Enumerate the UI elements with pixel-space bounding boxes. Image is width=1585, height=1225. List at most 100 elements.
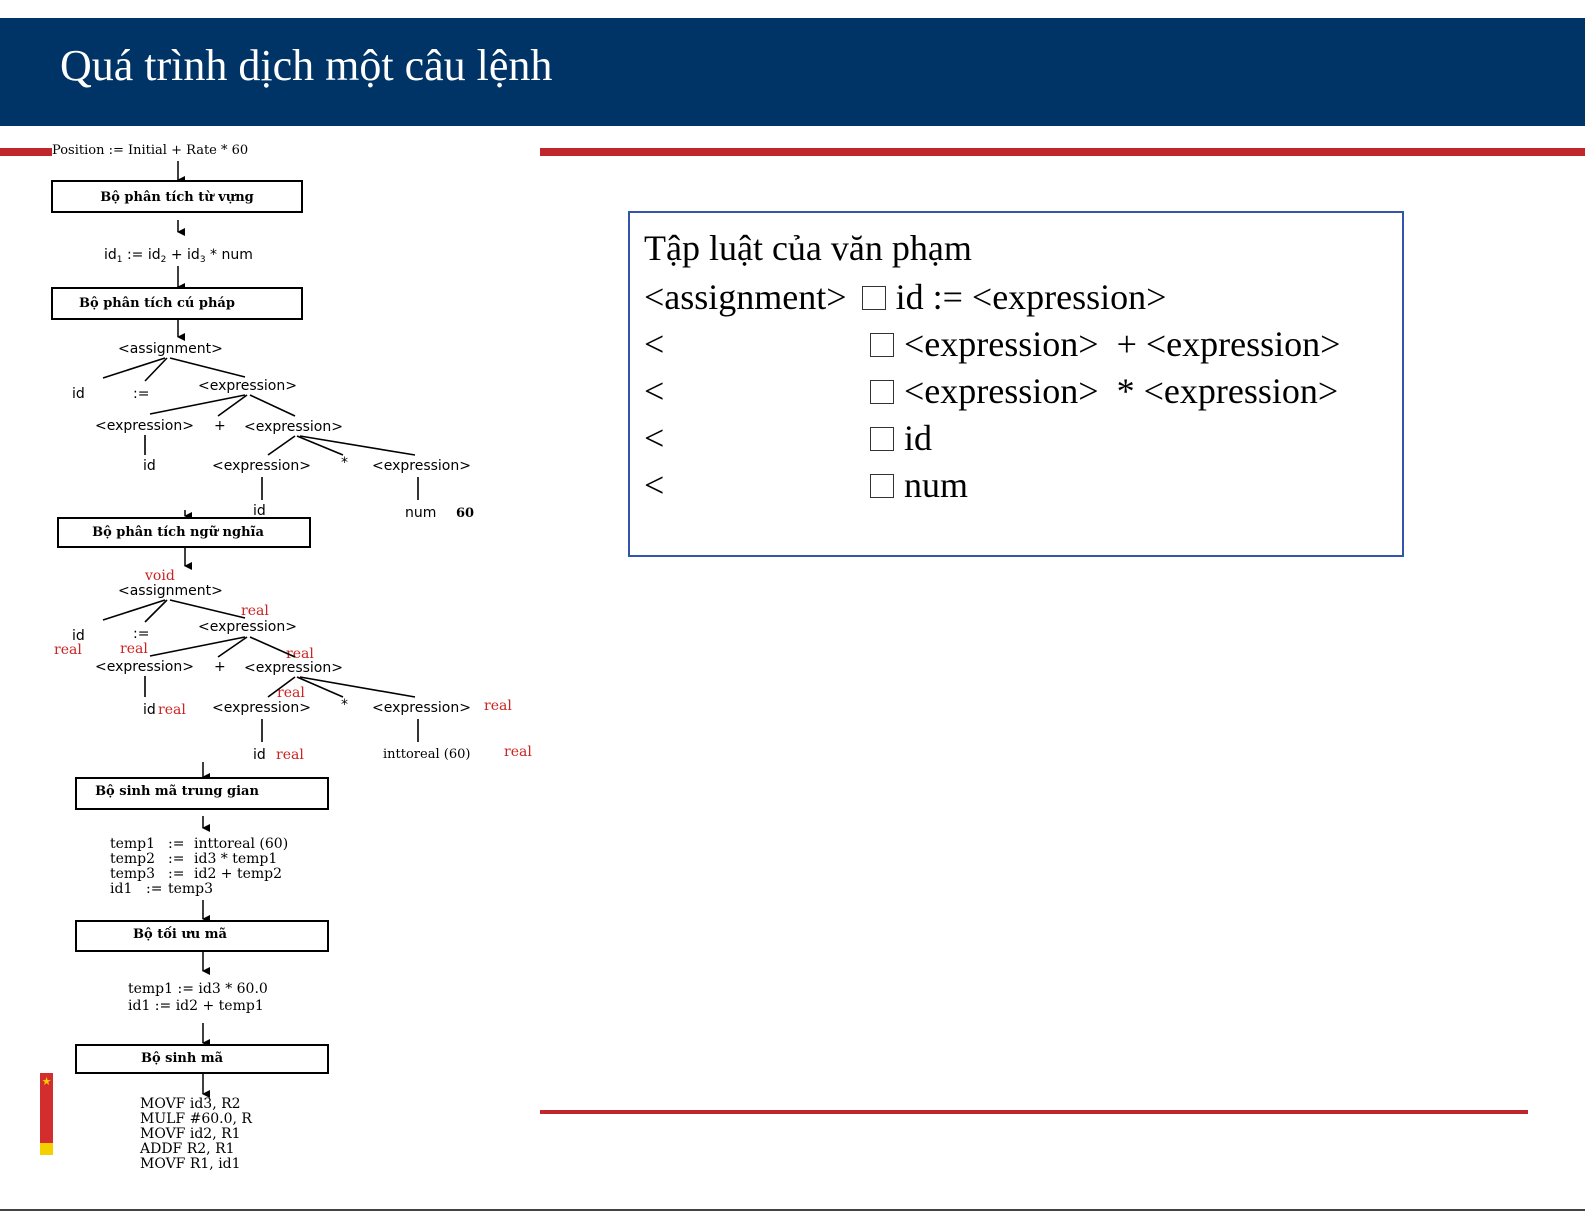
code-op: := bbox=[146, 881, 162, 897]
tree-node-id: id bbox=[253, 747, 266, 763]
rule-rhs: num bbox=[904, 465, 969, 505]
target-code: MOVF id3, R2 MULF #60.0, R MOVF id2, R1 … bbox=[139, 1096, 252, 1172]
tree-edge bbox=[267, 435, 296, 456]
annotation-real: real bbox=[504, 744, 532, 760]
tree-node-expression: <expression> bbox=[212, 700, 311, 716]
code-rhs: inttoreal (60) bbox=[194, 836, 288, 852]
flag-logo: ★ bbox=[40, 1073, 53, 1155]
grammar-rule: < bbox=[644, 464, 664, 506]
flag-base bbox=[40, 1143, 53, 1155]
slide-title: Quá trình dịch một câu lệnh bbox=[60, 41, 553, 90]
tree-edge bbox=[169, 357, 246, 378]
grammar-rules-box: Tập luật của văn phạm <assignment> id :=… bbox=[628, 211, 1404, 557]
tree-edge bbox=[299, 435, 416, 456]
stage-label-intermediate: Bộ sinh mã trung gian bbox=[95, 784, 259, 799]
target-line: ADDF R2, R1 bbox=[139, 1141, 235, 1157]
tree-edge bbox=[267, 676, 296, 698]
code-op: := bbox=[168, 836, 184, 852]
rule-rhs: id bbox=[904, 418, 933, 458]
accent-rule-left bbox=[0, 148, 52, 156]
rule-rhs: id := <expression> bbox=[895, 277, 1167, 317]
code-rhs: id2 + temp2 bbox=[194, 866, 282, 882]
token-stream: id1 := id2 + id3 * num bbox=[104, 247, 253, 265]
tree-node-expression: <expression> bbox=[372, 458, 471, 474]
tree-edge bbox=[169, 599, 246, 619]
tree-node-id: id bbox=[143, 458, 156, 474]
tree-node-num: num bbox=[405, 505, 436, 521]
tree-edge bbox=[149, 636, 246, 657]
code-lhs: temp3 bbox=[110, 866, 155, 882]
target-line: MULF #60.0, R bbox=[140, 1111, 252, 1127]
code-rhs: id3 * temp1 bbox=[194, 851, 277, 867]
target-line: MOVF R1, id1 bbox=[140, 1156, 241, 1172]
tree-edge bbox=[217, 636, 248, 658]
tree-node-assignment: <assignment> bbox=[118, 583, 223, 599]
tree-node-num-value: 60 bbox=[456, 506, 474, 521]
target-line: MOVF id3, R2 bbox=[140, 1096, 241, 1112]
parse-tree: <assignment> id := <expression> <express… bbox=[72, 341, 474, 521]
grammar-rule: < bbox=[644, 370, 664, 412]
annotation-real: real bbox=[286, 646, 314, 662]
checkbox-icon bbox=[861, 286, 886, 310]
tree-node-plus: + bbox=[214, 659, 226, 675]
annotation-real: real bbox=[276, 747, 304, 763]
tree-node-plus: + bbox=[214, 418, 226, 434]
tree-node-assign-op: := bbox=[133, 386, 149, 402]
grammar-rule-rhs-col: <expression> * <expression> bbox=[870, 370, 1338, 412]
rule-lhs: < bbox=[644, 371, 665, 411]
tree-node-expression: <expression> bbox=[95, 659, 194, 675]
stage-box-optimizer bbox=[75, 920, 329, 952]
tree-node-id: id bbox=[72, 628, 85, 644]
tree-node-expression: <expression> bbox=[244, 419, 343, 435]
tree-edge bbox=[296, 676, 344, 698]
tree-edge bbox=[144, 357, 168, 382]
annotation-real: real bbox=[54, 642, 82, 658]
grammar-rule-rhs-col: <expression> + <expression> bbox=[870, 323, 1340, 365]
tree-edge bbox=[144, 599, 168, 623]
title-bar: Quá trình dịch một câu lệnh bbox=[0, 18, 1585, 126]
grammar-rule: <assignment> id := <expression> bbox=[644, 276, 1166, 318]
rule-lhs: < bbox=[644, 324, 665, 364]
accent-rule-top bbox=[540, 148, 1585, 156]
intermediate-code: temp1 := inttoreal (60) temp2 := id3 * t… bbox=[110, 836, 288, 897]
tree-edge bbox=[149, 394, 246, 415]
target-line: MOVF id2, R1 bbox=[140, 1126, 241, 1142]
annotation-real: real bbox=[241, 603, 269, 619]
source-statement: Position := Initial + Rate * 60 bbox=[52, 143, 248, 158]
code-op: := bbox=[168, 866, 184, 882]
optimized-line: temp1 := id3 * 60.0 bbox=[128, 981, 268, 997]
accent-rule-bottom bbox=[540, 1110, 1528, 1114]
checkbox-icon bbox=[870, 427, 894, 451]
grammar-rule: < bbox=[644, 323, 664, 365]
grammar-rule: < bbox=[644, 417, 664, 459]
stage-box-lexical bbox=[51, 180, 303, 213]
checkbox-icon bbox=[870, 333, 894, 357]
code-lhs: temp2 bbox=[110, 851, 155, 867]
annotated-tree: void <assignment> real <expression> id :… bbox=[54, 568, 532, 763]
star-icon: ★ bbox=[41, 1075, 52, 1088]
tree-edge bbox=[102, 599, 166, 621]
stage-box-syntax bbox=[51, 287, 303, 320]
tree-node-expression: <expression> bbox=[244, 660, 343, 676]
stage-label-lexical: Bộ phân tích từ vựng bbox=[100, 190, 254, 205]
tree-edge bbox=[249, 636, 296, 658]
tree-node-id: id bbox=[253, 503, 266, 519]
grammar-heading: Tập luật của văn phạm bbox=[644, 228, 972, 268]
tree-node-assignment: <assignment> bbox=[118, 341, 223, 357]
tree-node-expression: <expression> bbox=[212, 458, 311, 474]
tree-node-id: id bbox=[143, 702, 156, 718]
code-lhs: temp1 bbox=[110, 836, 155, 852]
code-rhs: temp3 bbox=[168, 881, 213, 897]
optimized-line: id1 := id2 + temp1 bbox=[128, 998, 264, 1014]
rule-lhs: <assignment> bbox=[644, 277, 847, 317]
rule-lhs: < bbox=[644, 418, 665, 458]
stage-label-codegen: Bộ sinh mã bbox=[141, 1051, 224, 1066]
rule-rhs: <expression> * <expression> bbox=[904, 371, 1339, 411]
annotation-real: real bbox=[277, 685, 305, 701]
stage-box-intermediate bbox=[75, 777, 329, 810]
tree-node-expression: <expression> bbox=[372, 700, 471, 716]
tree-node-assign-op: := bbox=[133, 626, 149, 642]
tree-node-id: id bbox=[72, 386, 85, 402]
compilation-diagram: Position := Initial + Rate * 60 Bộ phân … bbox=[51, 143, 532, 1172]
grammar-rule-rhs-col: id bbox=[870, 417, 932, 459]
